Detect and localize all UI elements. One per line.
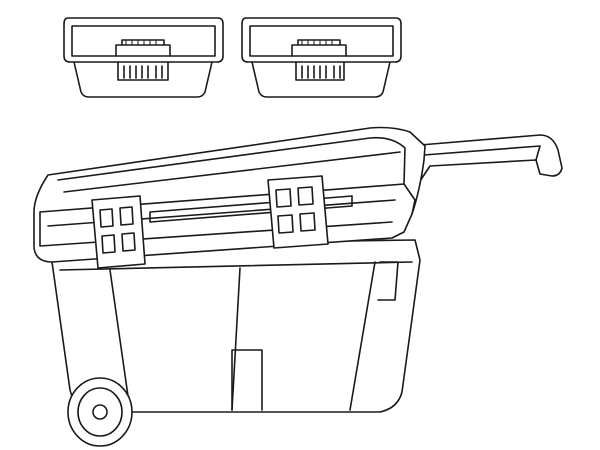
tray-right <box>241 17 402 98</box>
wheel <box>67 377 133 447</box>
tray-left <box>63 17 224 98</box>
latch-left <box>91 195 146 269</box>
toolbox-body <box>33 126 426 413</box>
latch-right <box>267 175 329 249</box>
